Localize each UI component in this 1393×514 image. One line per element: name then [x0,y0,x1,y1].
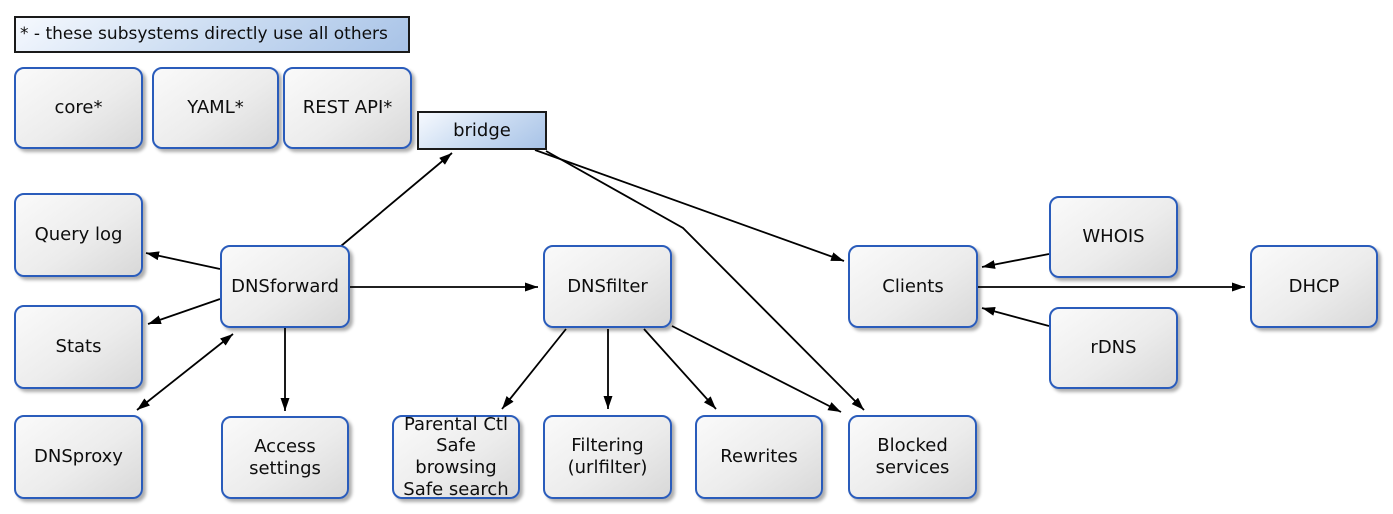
node-rewrites: Rewrites [695,415,823,499]
edge-dnsforward-querylog [145,251,221,270]
node-dnsfilter: DNSfilter [543,245,672,328]
node-blocked-services: Blocked services [848,415,977,499]
edge-rdns-clients [981,307,1050,327]
node-bridge: bridge [417,111,547,150]
legend-text: * - these subsystems directly use all ot… [20,24,388,45]
edge-bridge-clients [534,149,845,262]
node-stats: Stats [14,305,143,389]
node-yaml: YAML* [152,67,279,149]
node-query-log: Query log [14,193,143,277]
node-rest-api-label: REST API* [302,97,393,119]
node-dnsproxy-label: DNSproxy [34,446,123,468]
node-clients: Clients [848,245,978,328]
node-dnsproxy: DNSproxy [14,415,143,499]
node-clients-label: Clients [882,275,944,297]
node-bridge-label: bridge [453,119,511,141]
node-dnsforward: DNSforward [220,245,350,328]
node-whois-label: WHOIS [1082,226,1145,248]
node-dnsforward-label: DNSforward [231,275,339,297]
node-stats-label: Stats [55,336,102,358]
node-parental-ctl: Parental Ctl Safe browsing Safe search [392,413,520,500]
node-rest-api: REST API* [283,67,412,149]
edge-dnsfilter-blocked [671,325,842,413]
node-query-log-label: Query log [34,224,123,246]
edge-dnsforward-bridge [340,152,453,247]
edge-dnsforward-stats [147,298,221,325]
node-blocked-label: Blocked services [875,435,950,478]
node-dnsfilter-label: DNSfilter [567,275,648,297]
node-core-label: core* [54,97,103,119]
node-parental-label: Parental Ctl Safe browsing Safe search [403,413,509,500]
node-core: core* [14,67,143,149]
node-urlfilter-label: Filtering (urlfilter) [567,435,648,478]
node-filtering-urlfilter: Filtering (urlfilter) [543,415,672,499]
node-rewrites-label: Rewrites [720,446,798,468]
node-yaml-label: YAML* [187,97,244,119]
edge-whois-clients [981,253,1050,269]
edge-dnsfilter-rewrites [643,328,717,410]
node-rdns-label: rDNS [1090,337,1137,359]
edge-bridge-blocked [545,150,865,411]
edge-dnsfilter-parental [501,328,567,410]
node-access-settings: Access settings [221,416,349,499]
legend-box: * - these subsystems directly use all ot… [14,16,410,53]
node-access-label: Access settings [249,435,321,479]
node-dhcp: DHCP [1250,245,1378,328]
node-whois: WHOIS [1049,196,1178,278]
node-rdns: rDNS [1049,307,1178,389]
node-dhcp-label: DHCP [1288,275,1340,297]
edge-dnsforward-dnsproxy [136,333,234,411]
